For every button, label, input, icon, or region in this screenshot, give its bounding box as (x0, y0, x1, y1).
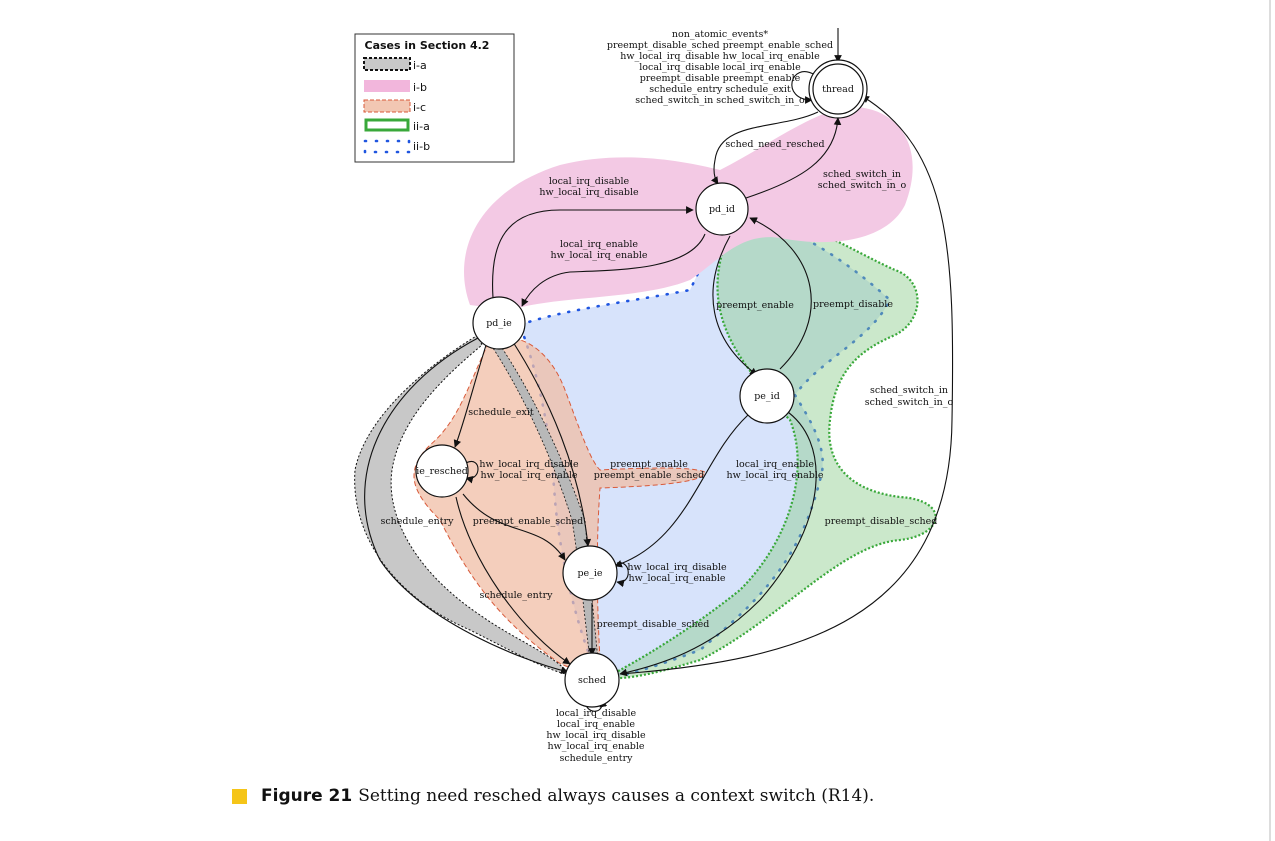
labels-sched-self: local_irq_disable local_irq_enable hw_lo… (546, 708, 646, 764)
edge-ieresched-sched (455, 496, 571, 665)
legend-swatch-i-c (363, 99, 411, 113)
node-ie-resched-label: ie_resched (416, 466, 468, 477)
edge-label: preempt_disable preempt_enable (640, 73, 801, 84)
edge-label: local_irq_disable (549, 176, 630, 187)
edge-label: hw_local_irq_enable (550, 250, 647, 261)
edge-pdie-sched (364, 337, 569, 675)
edge-label: hw_local_irq_disable (627, 562, 727, 573)
node-pe-id: pe_id (739, 368, 795, 424)
legend-label-i-b: i-b (413, 81, 427, 94)
edge-pdie-pdid (492, 206, 694, 299)
edge-label: hw_local_irq_enable (480, 470, 577, 481)
edge-peid-pdid (749, 217, 812, 370)
edge-pdid-thread (745, 117, 842, 199)
legend-swatch-i-b (364, 80, 410, 92)
legend-label-i-a: i-a (413, 59, 427, 72)
edge-label-peie-sched: preempt_disable_sched (597, 619, 710, 630)
edge-label-pdie-sched: schedule_entry (380, 516, 454, 527)
edge-label: sched_switch_in_o (818, 180, 907, 191)
edge-pdie-ieresched (453, 341, 488, 448)
edge-pdie-peie (512, 341, 592, 547)
region-i-a-strip (492, 344, 599, 661)
node-pe-id-label: pe_id (754, 391, 780, 402)
edge-label: local_irq_enable (736, 459, 814, 470)
edge-label: hw_local_irq_disable (546, 730, 646, 741)
edge-label-pdid-peid: preempt_enable (716, 300, 794, 311)
edge-label: schedule_entry schedule_exit (649, 84, 791, 95)
edge-label-pdie-ieresched: schedule_exit (468, 407, 534, 418)
edge-label: hw_local_irq_disable (539, 187, 639, 198)
edge-label: hw_local_irq_disable hw_local_irq_enable (620, 51, 820, 62)
node-pd-ie-label: pd_ie (486, 318, 512, 329)
node-thread: thread (808, 59, 868, 119)
edge-thread-pdid (710, 111, 819, 185)
region-ii-a (601, 211, 937, 680)
caption-number: Figure 21 (261, 786, 353, 806)
edge-label-thread-pdid: sched_need_resched (725, 139, 824, 150)
legend-label-ii-b: ii-b (413, 140, 430, 153)
edge-label: local_irq_disable (556, 708, 637, 719)
edge-ieresched-peie (462, 493, 566, 561)
edge-label-peid-sched: preempt_disable_sched (825, 516, 938, 527)
edge-label: hw_local_irq_enable (726, 470, 823, 481)
node-pd-id: pd_id (695, 182, 749, 236)
node-pe-ie: pe_ie (562, 545, 618, 601)
node-sched: sched (564, 652, 620, 708)
legend: Cases in Section 4.2 i-a i-b i-c ii-a ii… (354, 33, 515, 163)
edge-ieresched-self (465, 460, 479, 484)
edge-label: hw_local_irq_disable (479, 459, 579, 470)
edge-label: schedule_entry (559, 753, 633, 764)
legend-swatch-i-a (363, 57, 411, 71)
legend-swatch-ii-b (363, 139, 411, 154)
legend-label-ii-a: ii-a (413, 120, 430, 133)
figure-caption: Figure 21 Setting need resched always ca… (232, 786, 874, 806)
edge-label-ieresched-peie: preempt_enable_sched (473, 516, 583, 527)
legend-title: Cases in Section 4.2 (365, 39, 490, 52)
edge-label: preempt_enable_sched (594, 470, 704, 481)
edge-label-ieresched-sched: schedule_entry (479, 590, 553, 601)
edge-label: hw_local_irq_enable (547, 741, 644, 752)
edge-label: preempt_disable_sched preempt_enable_sch… (607, 40, 833, 51)
edge-label: sched_switch_in (823, 169, 901, 180)
region-i-a (354, 334, 572, 676)
caption-marker (232, 788, 247, 804)
node-pe-ie-label: pe_ie (577, 568, 602, 579)
edge-label: local_irq_enable (557, 719, 635, 730)
node-pd-id-label: pd_id (709, 204, 735, 215)
labels-thread-self: non_atomic_events* preempt_disable_sched… (607, 29, 833, 106)
edge-label: sched_switch_in (870, 385, 948, 396)
edge-pdid-pdie (521, 233, 706, 307)
node-ie-resched: ie_resched (415, 444, 469, 498)
legend-label-i-c: i-c (413, 101, 426, 114)
edge-label: preempt_enable (610, 459, 688, 470)
legend-swatch-ii-a (364, 118, 410, 132)
edge-label-peid-pdid: preempt_disable (813, 299, 893, 310)
legend-box (354, 33, 515, 163)
node-sched-label: sched (578, 675, 606, 686)
edge-peie-self (616, 562, 629, 588)
edge-label: non_atomic_events* (672, 29, 768, 40)
edge-peid-peie (614, 414, 749, 568)
edge-label: sched_switch_in_o (865, 397, 954, 408)
node-thread-label: thread (822, 84, 854, 95)
edge-label: local_irq_disable local_irq_enable (639, 62, 801, 73)
edge-label: local_irq_enable (560, 239, 638, 250)
edge-thread-self (791, 71, 816, 104)
edge-pdid-peid (712, 235, 758, 376)
caption-text: Setting need resched always causes a con… (358, 786, 875, 806)
node-pd-ie: pd_ie (472, 296, 526, 350)
edge-label: sched_switch_in sched_switch_in_o (635, 95, 805, 106)
edge-label: hw_local_irq_enable (628, 573, 725, 584)
edge-sched-thread (619, 95, 954, 675)
edge-peid-sched (619, 409, 817, 677)
